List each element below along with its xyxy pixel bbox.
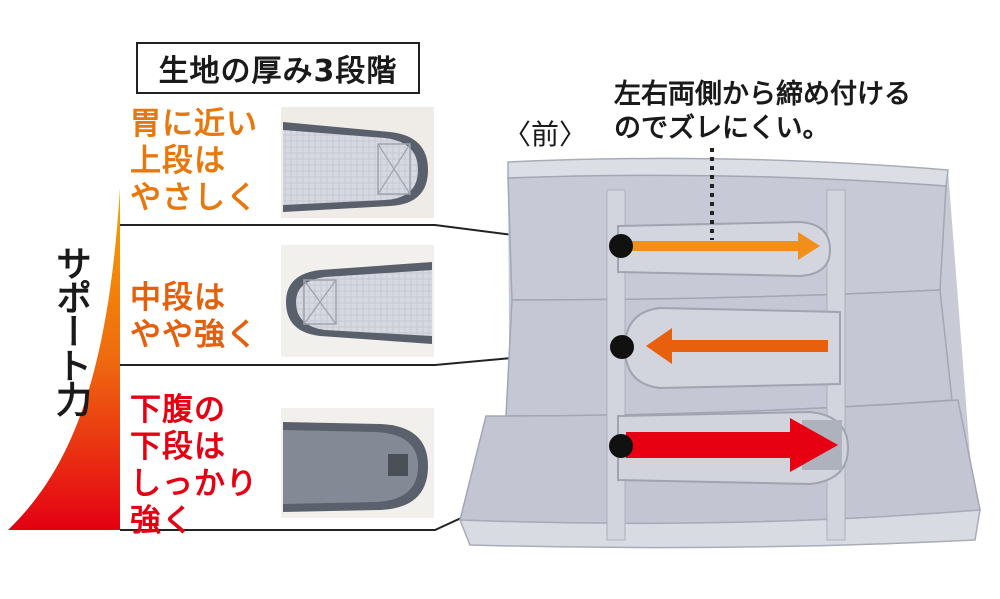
swatch-top (281, 107, 434, 218)
fabric-thickness-title: 生地の厚み3段階 (136, 42, 420, 94)
arrow-middle-left (646, 328, 828, 364)
support-strength-label: サポート力 (50, 245, 91, 415)
arrow-bottom-right (626, 418, 838, 472)
dot-middle (610, 335, 634, 359)
front-label: 〈前〉 (503, 118, 588, 151)
dot-top (609, 234, 633, 258)
level-bottom-label: 下腹の 下段は しっかり 強く (130, 392, 258, 539)
swatch-middle (281, 245, 434, 357)
level-top-label: 胃に近い 上段は やさしく (130, 106, 258, 216)
callout-text: 左右両側から締め付ける のでズレにくい。 (614, 79, 911, 144)
level-middle-label: 中段は やや強く (130, 280, 258, 353)
arrow-top-right (622, 232, 820, 260)
support-gradient-wedge (8, 188, 120, 530)
swatch-bottom (281, 408, 434, 518)
dot-bottom (609, 434, 633, 458)
